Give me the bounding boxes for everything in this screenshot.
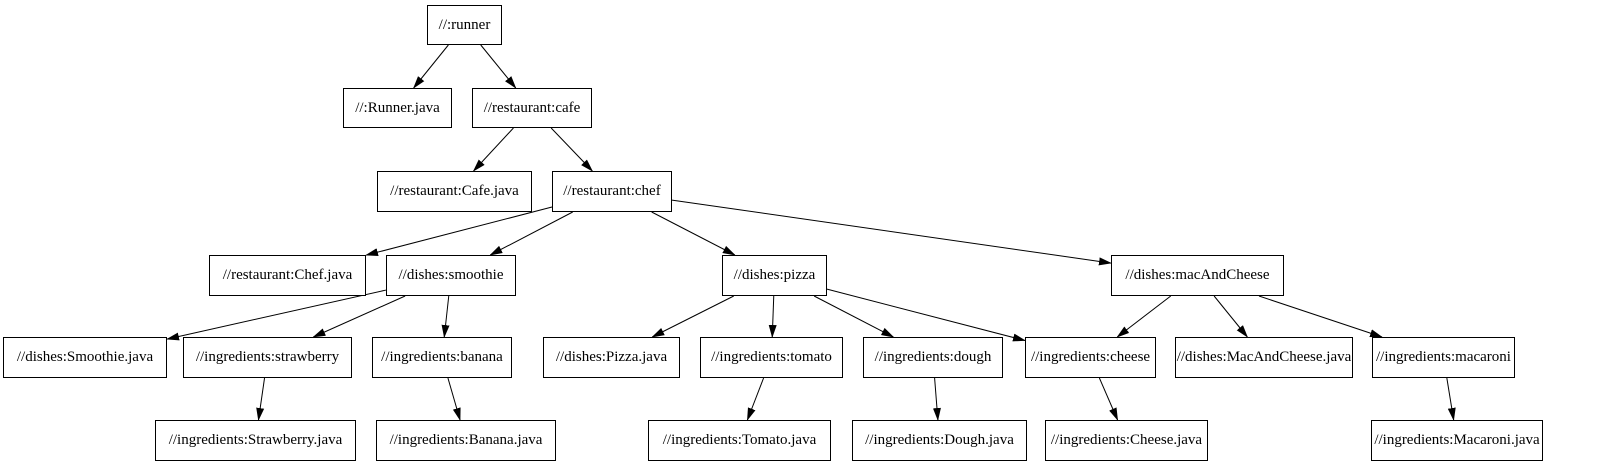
node-dough: //ingredients:dough (863, 337, 1003, 378)
edge-chef-to-mac-and-cheese (671, 199, 1112, 266)
node-label: //ingredients:tomato (711, 349, 832, 365)
node-label: //restaurant:Chef.java (222, 267, 353, 283)
edge-runner-to-runner-java (413, 44, 449, 89)
node-label: //ingredients:Banana.java (389, 432, 543, 448)
node-cafe-java: //restaurant:Cafe.java (377, 171, 532, 212)
node-label: //ingredients:strawberry (195, 349, 340, 365)
node-cheese-java: //ingredients:Cheese.java (1045, 420, 1208, 461)
node-label: //restaurant:cafe (483, 99, 581, 116)
node-label: //ingredients:cheese (1030, 349, 1151, 365)
node-mac-and-cheese-java: //dishes:MacAndCheese.java (1175, 337, 1353, 378)
edge-cafe-to-cafe-java (472, 127, 514, 172)
node-smoothie-java: //dishes:Smoothie.java (3, 337, 167, 378)
node-label: //ingredients:banana (381, 349, 503, 365)
node-label: //ingredients:dough (874, 349, 992, 365)
node-strawberry-java: //ingredients:Strawberry.java (155, 420, 356, 461)
node-tomato-java: //ingredients:Tomato.java (648, 420, 831, 461)
edge-pizza-to-cheese (826, 288, 1026, 342)
edge-pizza-to-tomato (768, 295, 777, 338)
edge-pizza-to-dough (813, 295, 895, 338)
node-label: //ingredients:Strawberry.java (168, 432, 343, 448)
node-strawberry: //ingredients:strawberry (183, 337, 352, 378)
node-runner: //:runner (427, 5, 502, 45)
node-dough-java: //ingredients:Dough.java (852, 420, 1027, 461)
node-cheese: //ingredients:cheese (1025, 337, 1156, 378)
node-label: //dishes:pizza (733, 267, 816, 283)
edge-pizza-to-pizza-java (651, 295, 734, 338)
node-chef-java: //restaurant:Chef.java (209, 255, 366, 296)
node-label: //:Runner.java (355, 99, 440, 116)
node-label: //ingredients:Macaroni.java (1374, 432, 1540, 448)
node-label: //dishes:smoothie (398, 267, 504, 283)
edge-chef-to-smoothie (489, 211, 573, 256)
edge-mac-and-cheese-to-macaroni (1258, 295, 1383, 338)
edge-chef-to-pizza (651, 211, 736, 256)
node-smoothie: //dishes:smoothie (386, 255, 516, 296)
edge-strawberry-to-strawberry-java (256, 377, 266, 421)
node-chef: //restaurant:chef (552, 171, 672, 212)
edge-smoothie-to-smoothie-java (166, 289, 387, 341)
node-pizza-java: //dishes:Pizza.java (543, 337, 680, 378)
node-label: //restaurant:chef (563, 183, 661, 199)
node-banana: //ingredients:banana (372, 337, 512, 378)
edge-tomato-to-tomato-java (746, 377, 765, 421)
node-macaroni: //ingredients:macaroni (1372, 337, 1515, 378)
node-label: //:runner (438, 16, 491, 33)
node-runner-java: //:Runner.java (343, 88, 452, 128)
node-label: //dishes:MacAndCheese.java (1176, 349, 1352, 365)
node-label: //ingredients:Tomato.java (662, 432, 817, 448)
node-label: //dishes:Pizza.java (555, 349, 668, 365)
edge-mac-and-cheese-to-cheese (1116, 295, 1172, 338)
node-label: //ingredients:Cheese.java (1050, 432, 1203, 448)
edge-cheese-to-cheese-java (1098, 377, 1119, 421)
node-cafe: //restaurant:cafe (472, 88, 592, 128)
node-tomato: //ingredients:tomato (700, 337, 843, 378)
edge-cafe-to-chef (550, 127, 594, 172)
edge-macaroni-to-macaroni-java (1446, 377, 1456, 421)
edge-runner-to-cafe (480, 44, 517, 89)
node-label: //ingredients:macaroni (1376, 349, 1511, 365)
node-banana-java: //ingredients:Banana.java (376, 420, 556, 461)
node-label: //restaurant:Cafe.java (390, 183, 519, 199)
edge-chef-to-chef-java (365, 206, 553, 257)
node-label: //dishes:Smoothie.java (16, 349, 154, 365)
node-pizza: //dishes:pizza (722, 255, 827, 296)
node-label: //dishes:macAndCheese (1125, 267, 1270, 283)
node-mac-and-cheese: //dishes:macAndCheese (1111, 255, 1284, 296)
edge-dough-to-dough-java (932, 377, 941, 421)
edge-smoothie-to-strawberry (312, 295, 406, 338)
node-macaroni-java: //ingredients:Macaroni.java (1371, 420, 1543, 461)
edge-smoothie-to-banana (441, 295, 450, 338)
edge-banana-to-banana-java (447, 377, 461, 421)
node-label: //ingredients:Dough.java (865, 432, 1014, 448)
edge-mac-and-cheese-to-mac-and-cheese-java (1213, 295, 1249, 338)
